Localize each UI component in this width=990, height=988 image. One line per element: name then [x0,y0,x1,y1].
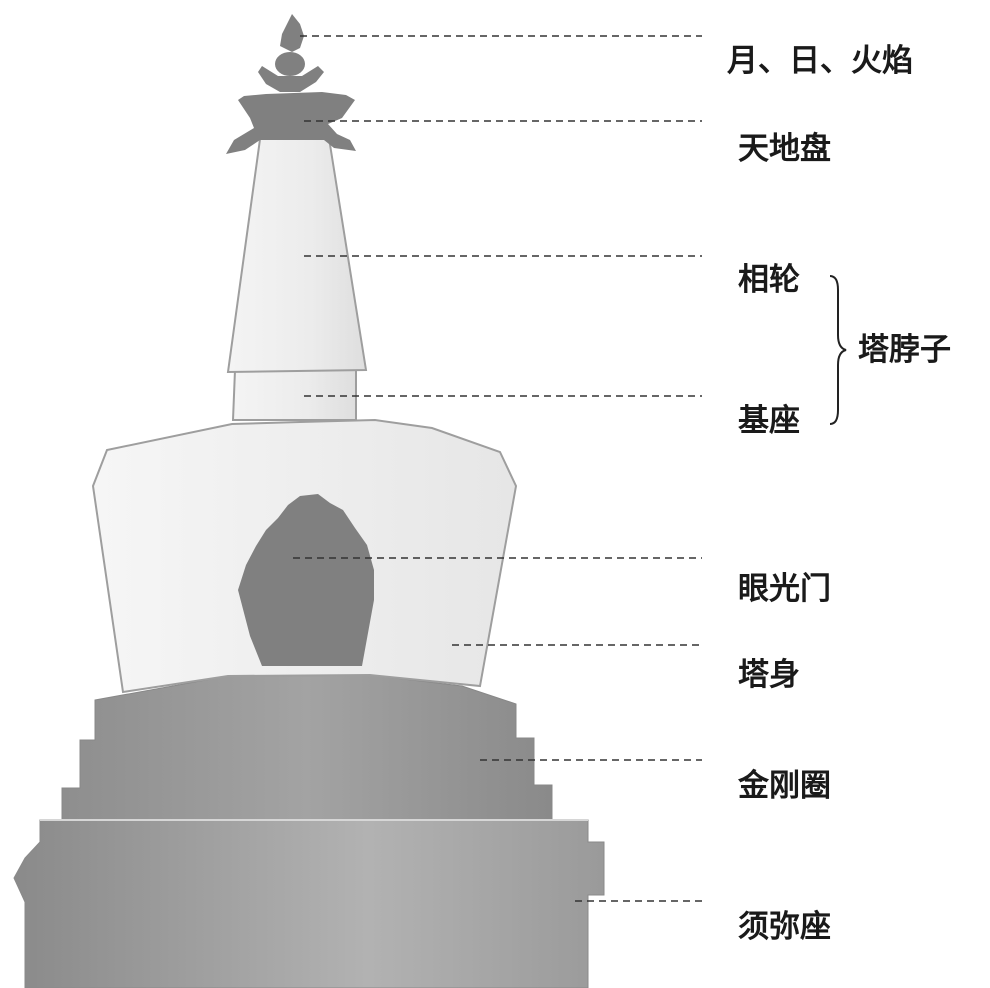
neck-brace [829,275,847,425]
vajra-ring [61,674,553,821]
neck-base [231,366,357,421]
label-finial: 月、日、火焰 [727,43,913,79]
leader-lines [293,35,702,902]
label-canopy: 天地盘 [738,131,831,167]
canopy [226,92,356,154]
label-neck: 塔脖子 [858,332,951,368]
spire-rings [226,131,368,374]
label-rings: 相轮 [738,262,800,298]
label-sumeru-base: 须弥座 [738,909,831,945]
finial [258,14,324,92]
eye-light-gate [238,494,374,666]
label-vajra-ring: 金刚圈 [738,768,831,804]
label-body: 塔身 [738,657,800,693]
label-neck-base: 基座 [738,403,800,439]
label-niche: 眼光门 [738,571,831,607]
sumeru-base [13,819,605,988]
